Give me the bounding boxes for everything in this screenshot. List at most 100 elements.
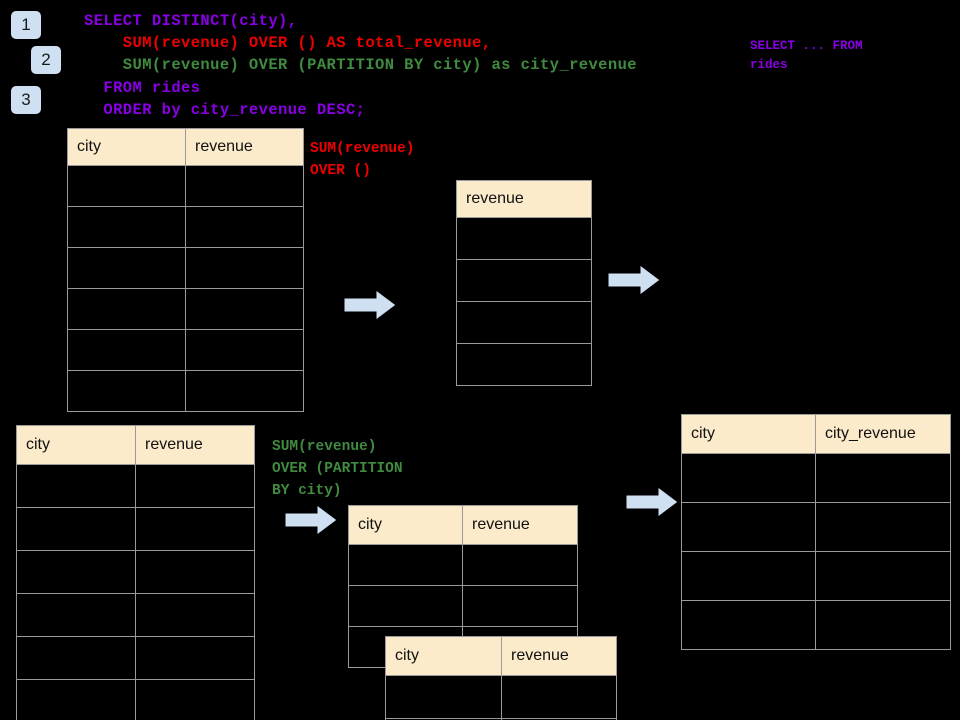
table-header-row: city city_revenue xyxy=(681,414,951,454)
annotation-city-revenue-line3: BY city) xyxy=(272,483,342,499)
table-cell xyxy=(456,301,592,344)
table-cell xyxy=(462,544,578,586)
table-cell xyxy=(501,718,617,720)
table-body xyxy=(681,453,951,650)
table-cell xyxy=(185,329,304,371)
table-row xyxy=(67,288,304,330)
arrow-partition-to-result xyxy=(626,487,678,517)
rides-source-table-partitioned: city revenue xyxy=(16,425,255,720)
table-row xyxy=(67,370,304,412)
table-body xyxy=(67,165,304,412)
column-header-city-revenue: city_revenue xyxy=(815,414,951,454)
step-badge-1: 1 xyxy=(11,11,41,39)
table-cell xyxy=(815,600,951,650)
sql-line-order-by: ORDER by city_revenue DESC; xyxy=(84,101,366,119)
arrow-source-to-partition xyxy=(285,505,337,535)
table-cell xyxy=(67,206,186,248)
table-cell xyxy=(501,675,617,719)
table-cell xyxy=(681,502,816,552)
table-row xyxy=(385,718,617,720)
table-cell xyxy=(185,288,304,330)
rides-source-table: city revenue xyxy=(67,128,304,412)
column-header-revenue: revenue xyxy=(456,180,592,218)
column-header-city: city xyxy=(348,505,463,545)
table-cell xyxy=(462,585,578,627)
sql-line-total-revenue: SUM(revenue) OVER () AS total_revenue, xyxy=(84,34,492,52)
table-cell xyxy=(135,550,255,594)
annotation-city-revenue-line2: OVER (PARTITION xyxy=(272,461,403,477)
table-cell xyxy=(16,464,136,508)
table-row xyxy=(681,502,951,552)
table-cell xyxy=(348,585,463,627)
table-row xyxy=(681,551,951,601)
table-row xyxy=(16,679,255,720)
table-row xyxy=(681,453,951,503)
sql-line-from: FROM rides xyxy=(84,79,201,97)
table-cell xyxy=(456,343,592,386)
table-cell xyxy=(185,165,304,207)
table-cell xyxy=(681,600,816,650)
sidenote-rides: rides xyxy=(750,58,788,72)
table-cell xyxy=(185,206,304,248)
arrow-total-to-result xyxy=(608,265,660,295)
column-header-city: city xyxy=(385,636,502,676)
column-header-city: city xyxy=(67,128,186,166)
table-row xyxy=(348,585,578,627)
table-cell xyxy=(135,464,255,508)
table-header-row: city revenue xyxy=(16,425,255,465)
table-row xyxy=(456,301,592,344)
table-cell xyxy=(456,259,592,302)
table-body xyxy=(16,464,255,720)
table-cell xyxy=(815,551,951,601)
sql-line-select: SELECT DISTINCT(city), xyxy=(84,12,298,30)
table-cell xyxy=(185,247,304,289)
table-cell xyxy=(681,551,816,601)
column-header-city: city xyxy=(16,425,136,465)
table-cell xyxy=(815,453,951,503)
table-cell xyxy=(135,593,255,637)
table-cell xyxy=(135,507,255,551)
annotation-city-revenue-line1: SUM(revenue) xyxy=(272,439,377,455)
table-header-row: revenue xyxy=(456,180,592,218)
table-row xyxy=(681,600,951,650)
sidenote-select-from: SELECT ... FROM xyxy=(750,39,863,53)
step-badge-2: 2 xyxy=(31,46,61,74)
step-badge-3: 3 xyxy=(11,86,41,114)
table-row xyxy=(16,550,255,594)
table-row xyxy=(67,206,304,248)
table-body xyxy=(456,217,592,386)
table-row xyxy=(16,593,255,637)
table-cell xyxy=(67,329,186,371)
column-header-revenue: revenue xyxy=(501,636,617,676)
sql-line-city-revenue: SUM(revenue) OVER (PARTITION BY city) as… xyxy=(84,56,637,74)
annotation-total-revenue-line2: OVER () xyxy=(310,163,371,179)
table-cell xyxy=(67,165,186,207)
column-header-revenue: revenue xyxy=(462,505,578,545)
table-cell xyxy=(67,288,186,330)
table-cell xyxy=(385,675,502,719)
partition-group-table-front: city revenue xyxy=(385,636,617,720)
table-cell xyxy=(16,636,136,680)
table-row xyxy=(456,217,592,260)
table-cell xyxy=(67,370,186,412)
table-row xyxy=(385,675,617,719)
table-cell xyxy=(16,550,136,594)
table-cell xyxy=(16,679,136,720)
table-row xyxy=(67,247,304,289)
table-cell xyxy=(185,370,304,412)
column-header-revenue: revenue xyxy=(135,425,255,465)
table-row xyxy=(67,329,304,371)
table-cell xyxy=(348,544,463,586)
table-cell xyxy=(16,507,136,551)
table-row xyxy=(348,544,578,586)
table-row xyxy=(16,507,255,551)
table-header-row: city revenue xyxy=(348,505,578,545)
table-header-row: city revenue xyxy=(67,128,304,166)
table-cell xyxy=(681,453,816,503)
table-row xyxy=(67,165,304,207)
arrow-source-to-total xyxy=(344,290,396,320)
table-cell xyxy=(16,593,136,637)
table-cell xyxy=(456,217,592,260)
column-header-city: city xyxy=(681,414,816,454)
